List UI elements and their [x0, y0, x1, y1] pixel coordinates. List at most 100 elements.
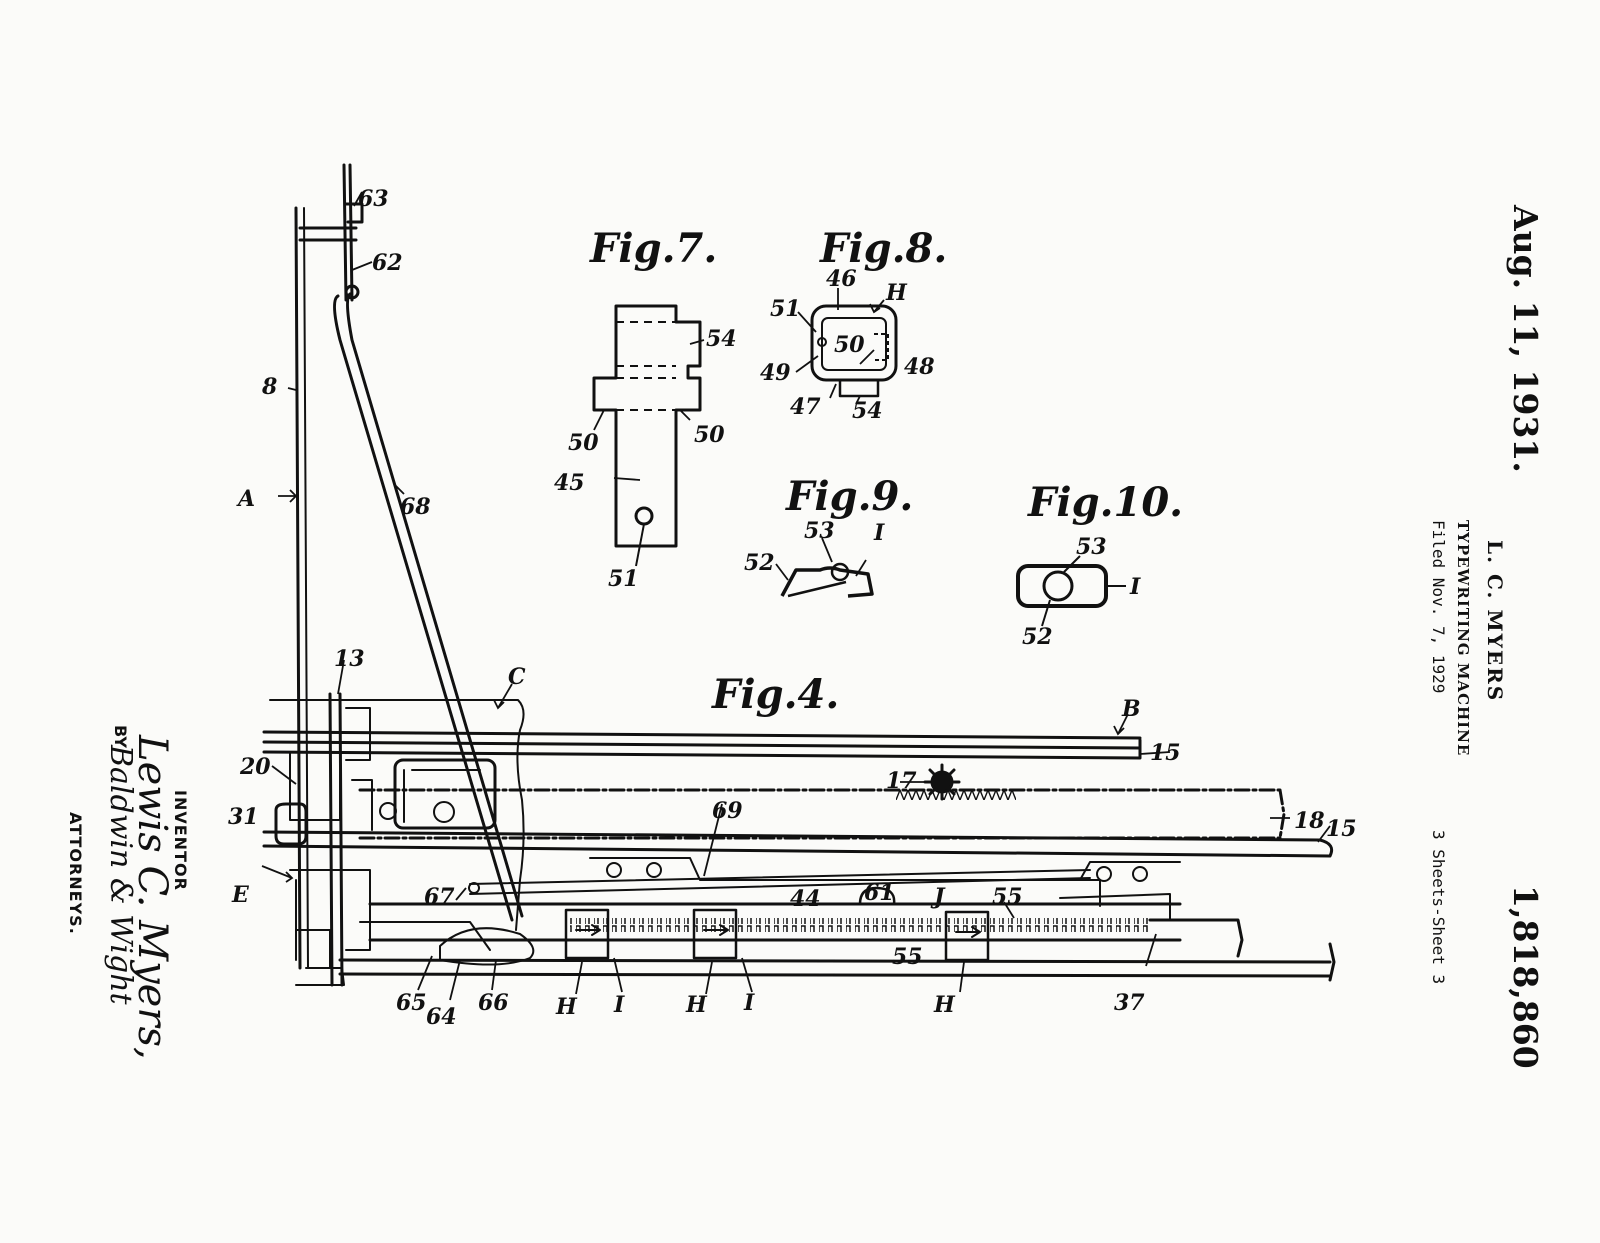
fig7-drawing	[592, 304, 702, 567]
ref-63: 63	[358, 186, 389, 212]
fig10-ref-52: 52	[1022, 624, 1053, 650]
link-68	[333, 292, 524, 922]
knob-31	[274, 802, 308, 846]
ref-H-3: H	[933, 992, 956, 1018]
fig7-hole-51	[634, 506, 654, 526]
fig8-ref-51: 51	[770, 296, 801, 322]
fig8-ref-49: 49	[760, 360, 791, 386]
fig9-title: Fig.9.	[785, 473, 913, 520]
fig10-ref-53: 53	[1076, 534, 1107, 560]
ref-66: 66	[478, 990, 509, 1016]
ref-I-1: I	[613, 992, 625, 1018]
screw-left	[379, 802, 397, 820]
fig8-inner	[821, 317, 887, 371]
window-box	[393, 758, 497, 830]
lever-64	[439, 927, 535, 966]
fig8-ref-54: 54	[852, 398, 883, 424]
pivot-67	[468, 882, 480, 894]
ref-18: 18	[1294, 808, 1325, 834]
ref-13: 13	[334, 646, 365, 672]
ref-31: 31	[228, 804, 259, 830]
fig7-ref-51: 51	[608, 566, 639, 592]
fig4-mechanism	[262, 163, 1336, 987]
ref-J: J	[930, 884, 946, 910]
slider-H2	[692, 908, 738, 960]
ref-37: 37	[1114, 990, 1145, 1016]
ref-65: 65	[396, 990, 427, 1016]
spring-61	[858, 886, 896, 906]
ref-15-lower: 15	[1326, 816, 1357, 842]
fig10-ref-I: I	[1129, 574, 1141, 600]
fig8-hole-51	[817, 337, 827, 347]
roller-rail	[589, 857, 1181, 881]
fig7-ref-50-left: 50	[568, 430, 599, 456]
ref-I-2: I	[743, 990, 755, 1016]
fig7-ref-54: 54	[706, 326, 737, 352]
roller-1	[606, 862, 622, 878]
carriage-bar-B	[262, 730, 1142, 760]
rack-44	[368, 902, 1182, 942]
fig9-hole-53	[830, 562, 850, 582]
roller-4	[1132, 866, 1148, 882]
slider-arrows	[575, 924, 981, 938]
ref-E: E	[231, 882, 250, 908]
fig10-leader-52	[1041, 599, 1051, 627]
fig7-plate-45	[592, 304, 702, 548]
ref-69: 69	[712, 798, 743, 824]
fig7-ref-50-right: 50	[694, 422, 725, 448]
ref-64: 64	[426, 1004, 457, 1030]
frame-bar-8	[294, 206, 302, 970]
bar-37-upper	[1148, 918, 1244, 958]
ref-H-2: H	[685, 992, 708, 1018]
ref-55-lower: 55	[892, 944, 923, 970]
fig8-ref-50: 50	[834, 332, 865, 358]
ref-68: 68	[400, 494, 431, 520]
ref-67: 67	[424, 884, 455, 910]
fig9-drawing	[780, 562, 874, 598]
fig8-part-48	[874, 333, 889, 361]
bracket-E	[289, 869, 371, 961]
pivot-62	[344, 284, 360, 300]
fig10-leader-53	[1063, 555, 1081, 573]
rack-44-teeth	[570, 918, 1150, 932]
fig8-part-54	[838, 380, 880, 398]
base-37	[338, 942, 1336, 982]
roller-2	[646, 862, 662, 878]
carriage-bar-15-lower	[262, 830, 1334, 858]
fig7-dashes	[616, 321, 676, 411]
fig10-hole-53	[1042, 570, 1074, 602]
ref-20: 20	[239, 754, 271, 780]
bar-18	[358, 788, 1286, 840]
fig7-leader-51	[635, 523, 645, 567]
fig9-ref-I: I	[873, 520, 885, 546]
ref-55-upper: 55	[992, 884, 1023, 910]
fig9-part-52	[787, 580, 847, 598]
fig8-ref-H: H	[885, 280, 908, 306]
ref-17: 17	[886, 768, 917, 794]
ref-8: 8	[261, 374, 277, 400]
fig9-ref-53: 53	[804, 518, 835, 544]
slider-H3	[944, 910, 990, 962]
plate-13	[328, 692, 344, 987]
fig8-title: Fig.8.	[819, 225, 947, 272]
fig7-title: Fig.7.	[589, 225, 717, 272]
rack-18-teeth	[896, 790, 1016, 800]
ref-C: C	[508, 664, 526, 690]
block-20	[289, 707, 373, 831]
ref-62: 62	[372, 250, 403, 276]
ref-15-upper: 15	[1150, 740, 1181, 766]
roller-3	[1096, 866, 1112, 882]
fig7-ref-45: 45	[554, 470, 585, 496]
fig8-ref-47: 47	[790, 394, 821, 420]
ref-44: 44	[790, 886, 821, 912]
base-plate	[295, 929, 345, 986]
leader-lines	[261, 191, 1331, 1001]
fig9-ref-52: 52	[744, 550, 775, 576]
fig4-title: Fig.4.	[711, 671, 839, 718]
end-bracket	[1059, 879, 1171, 921]
fig9-clip-I	[780, 566, 874, 598]
wire-69b	[469, 877, 1091, 895]
screw-right	[433, 801, 455, 823]
window-box-inner	[403, 769, 481, 823]
